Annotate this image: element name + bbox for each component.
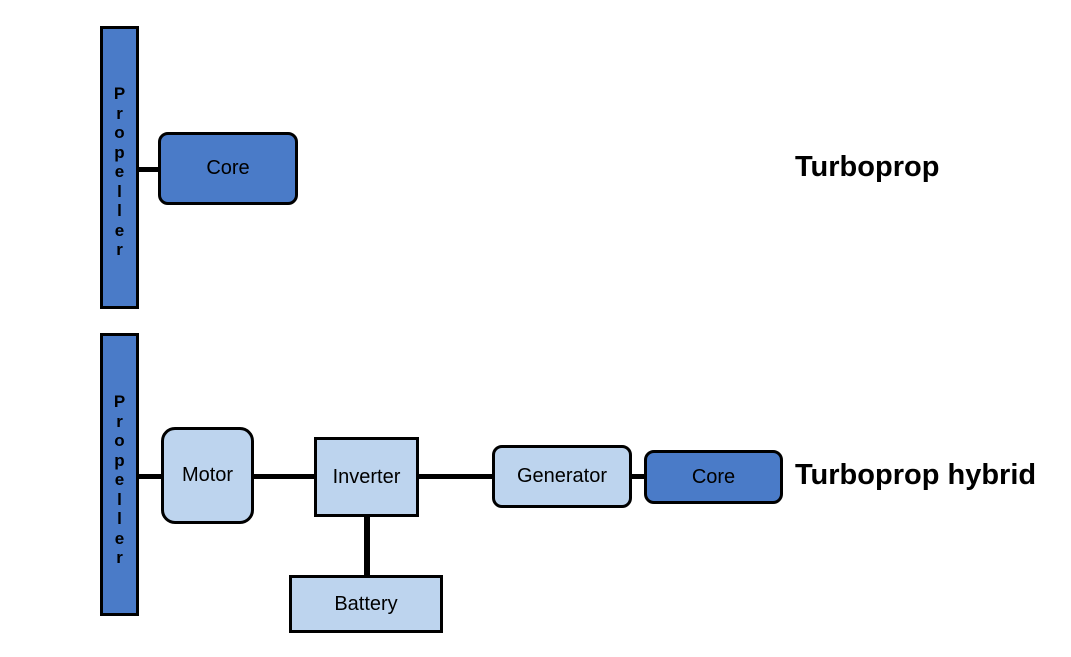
generator-box: Generator	[492, 445, 632, 508]
propeller-letter: e	[114, 470, 125, 489]
inverter-label: Inverter	[332, 465, 401, 488]
hybrid-core-box: Core	[644, 450, 783, 504]
motor-label: Motor	[181, 464, 234, 486]
propeller-letter: l	[117, 181, 122, 201]
battery-label: Battery	[334, 592, 398, 615]
propeller-letter: P	[113, 84, 126, 103]
motor-inverter-connector	[252, 474, 317, 479]
battery-box: Battery	[289, 575, 443, 633]
propeller-letter: e	[114, 220, 125, 240]
propeller-letter: e	[114, 162, 125, 181]
generator-core-connector	[629, 474, 647, 479]
propeller-letter: o	[114, 431, 125, 450]
propeller-letter: e	[114, 528, 125, 548]
propeller-letter: p	[114, 450, 125, 470]
propeller-letter: r	[116, 548, 123, 567]
propeller-letter: l	[117, 201, 122, 220]
propeller-letter: P	[113, 392, 126, 411]
propeller-letter: o	[114, 123, 125, 142]
propeller-letter: l	[117, 489, 122, 509]
turboprop-core-label: Core	[206, 157, 250, 179]
turboprop-core-box: Core	[158, 132, 298, 205]
inverter-box: Inverter	[314, 437, 419, 517]
propeller-letter: l	[117, 509, 122, 528]
hybrid-core-label: Core	[691, 465, 736, 488]
hybrid-propeller-motor-connector	[137, 474, 165, 479]
inverter-generator-connector	[416, 474, 495, 479]
hybrid-title: Turboprop hybrid	[795, 459, 1037, 491]
motor-box: Motor	[161, 427, 254, 524]
turboprop-title: Turboprop	[795, 151, 940, 183]
turboprop-propeller-core-connector	[137, 167, 161, 172]
propeller-letter: r	[116, 411, 123, 431]
inverter-battery-connector	[364, 514, 370, 578]
propeller-letter: r	[116, 103, 123, 123]
propeller-letter: r	[116, 240, 123, 259]
generator-label: Generator	[516, 465, 608, 487]
propeller-letter: p	[114, 142, 125, 162]
